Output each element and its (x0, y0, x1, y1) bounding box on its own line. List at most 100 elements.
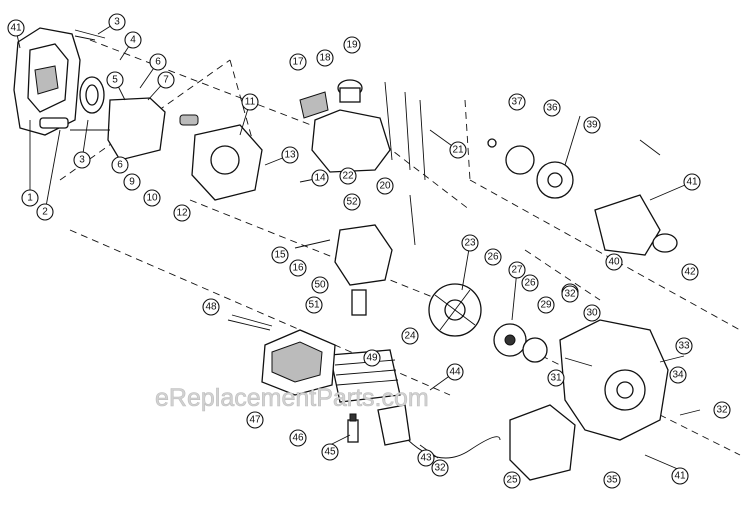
svg-text:23: 23 (464, 238, 476, 249)
svg-text:32: 32 (564, 289, 576, 300)
watermark: eReplacementParts.com (155, 384, 429, 413)
svg-text:47: 47 (249, 415, 261, 426)
callout-41a: 41 (7, 19, 25, 37)
callout-50: 50 (311, 276, 329, 294)
callout-46: 46 (289, 429, 307, 447)
svg-text:36: 36 (546, 103, 558, 114)
callout-34: 34 (669, 366, 687, 384)
svg-text:48: 48 (205, 302, 217, 313)
svg-text:49: 49 (366, 353, 378, 364)
callout-27: 27 (508, 261, 526, 279)
svg-text:18: 18 (319, 53, 331, 64)
callout-17: 17 (289, 53, 307, 71)
svg-text:21: 21 (452, 145, 464, 156)
svg-text:34: 34 (672, 370, 684, 381)
callout-30: 30 (583, 304, 601, 322)
callout-6a: 6 (149, 53, 167, 71)
svg-text:25: 25 (506, 475, 518, 486)
callout-32a: 32 (561, 285, 579, 303)
svg-text:43: 43 (420, 453, 432, 464)
svg-text:9: 9 (129, 177, 135, 188)
clutch-housing (594, 194, 678, 256)
callout-29: 29 (537, 296, 555, 314)
svg-text:22: 22 (342, 171, 354, 182)
callout-22: 22 (339, 167, 357, 185)
svg-text:6: 6 (117, 160, 123, 171)
svg-text:19: 19 (346, 40, 358, 51)
svg-text:41: 41 (686, 177, 698, 188)
svg-text:41: 41 (10, 23, 22, 34)
callout-40: 40 (605, 253, 623, 271)
svg-text:26: 26 (487, 252, 499, 263)
spark-plug (347, 413, 359, 443)
callout-24: 24 (401, 327, 419, 345)
svg-text:3: 3 (79, 155, 85, 166)
callout-19: 19 (343, 36, 361, 54)
svg-text:6: 6 (155, 57, 161, 68)
svg-text:27: 27 (511, 265, 523, 276)
svg-text:30: 30 (586, 308, 598, 319)
callout-1: 1 (21, 189, 39, 207)
callout-45: 45 (321, 443, 339, 461)
engine-cover-left (13, 27, 81, 136)
callout-41b: 41 (683, 173, 701, 191)
callout-26a: 26 (484, 248, 502, 266)
svg-text:5: 5 (112, 75, 118, 86)
svg-text:2: 2 (42, 207, 48, 218)
watermark-text: eReplacementParts.com (155, 384, 429, 412)
callout-39: 39 (583, 116, 601, 134)
svg-text:3: 3 (114, 17, 120, 28)
svg-text:52: 52 (346, 197, 358, 208)
callout-42: 42 (681, 263, 699, 281)
flywheel (428, 283, 482, 337)
cylinder-assembly (329, 224, 401, 403)
callout-41c: 41 (671, 467, 689, 485)
callout-9: 9 (123, 173, 141, 191)
callout-31: 31 (547, 369, 565, 387)
svg-text:32: 32 (716, 405, 728, 416)
clutch-drum (487, 138, 574, 199)
svg-text:46: 46 (292, 433, 304, 444)
fuel-tank (299, 79, 391, 173)
callout-6b: 6 (111, 156, 129, 174)
callout-12: 12 (173, 204, 191, 222)
callout-23: 23 (461, 234, 479, 252)
svg-text:50: 50 (314, 280, 326, 291)
callout-49: 49 (363, 349, 381, 367)
svg-text:13: 13 (284, 150, 296, 161)
ignition-coil (377, 404, 501, 459)
callout-18: 18 (316, 49, 334, 67)
callout-15: 15 (271, 246, 289, 264)
callout-5: 5 (106, 71, 124, 89)
callout-43: 43 (417, 449, 435, 467)
callout-51: 51 (305, 296, 323, 314)
mounting-plate (79, 76, 105, 114)
callout-7: 7 (157, 71, 175, 89)
callout-36: 36 (543, 99, 561, 117)
screws-and-fasteners (70, 29, 701, 471)
callout-3a: 3 (108, 13, 126, 31)
callout-52: 52 (343, 193, 361, 211)
callout-33: 33 (675, 337, 693, 355)
svg-text:29: 29 (540, 300, 552, 311)
svg-text:1: 1 (27, 193, 33, 204)
callout-48: 48 (202, 298, 220, 316)
svg-text:39: 39 (586, 120, 598, 131)
callout-47: 47 (246, 411, 264, 429)
starter-pulley (493, 323, 548, 363)
svg-text:7: 7 (163, 75, 169, 86)
callout-25: 25 (503, 471, 521, 489)
callout-32c: 32 (431, 459, 449, 477)
callout-20: 20 (376, 177, 394, 195)
callout-13: 13 (281, 146, 299, 164)
svg-text:33: 33 (678, 341, 690, 352)
callout-44: 44 (446, 363, 464, 381)
svg-text:4: 4 (130, 35, 136, 46)
svg-text:41: 41 (674, 471, 686, 482)
callout-14: 14 (311, 169, 329, 187)
shroud-bottom (509, 404, 576, 481)
svg-text:45: 45 (324, 447, 336, 458)
svg-text:32: 32 (434, 463, 446, 474)
svg-text:11: 11 (245, 97, 256, 108)
